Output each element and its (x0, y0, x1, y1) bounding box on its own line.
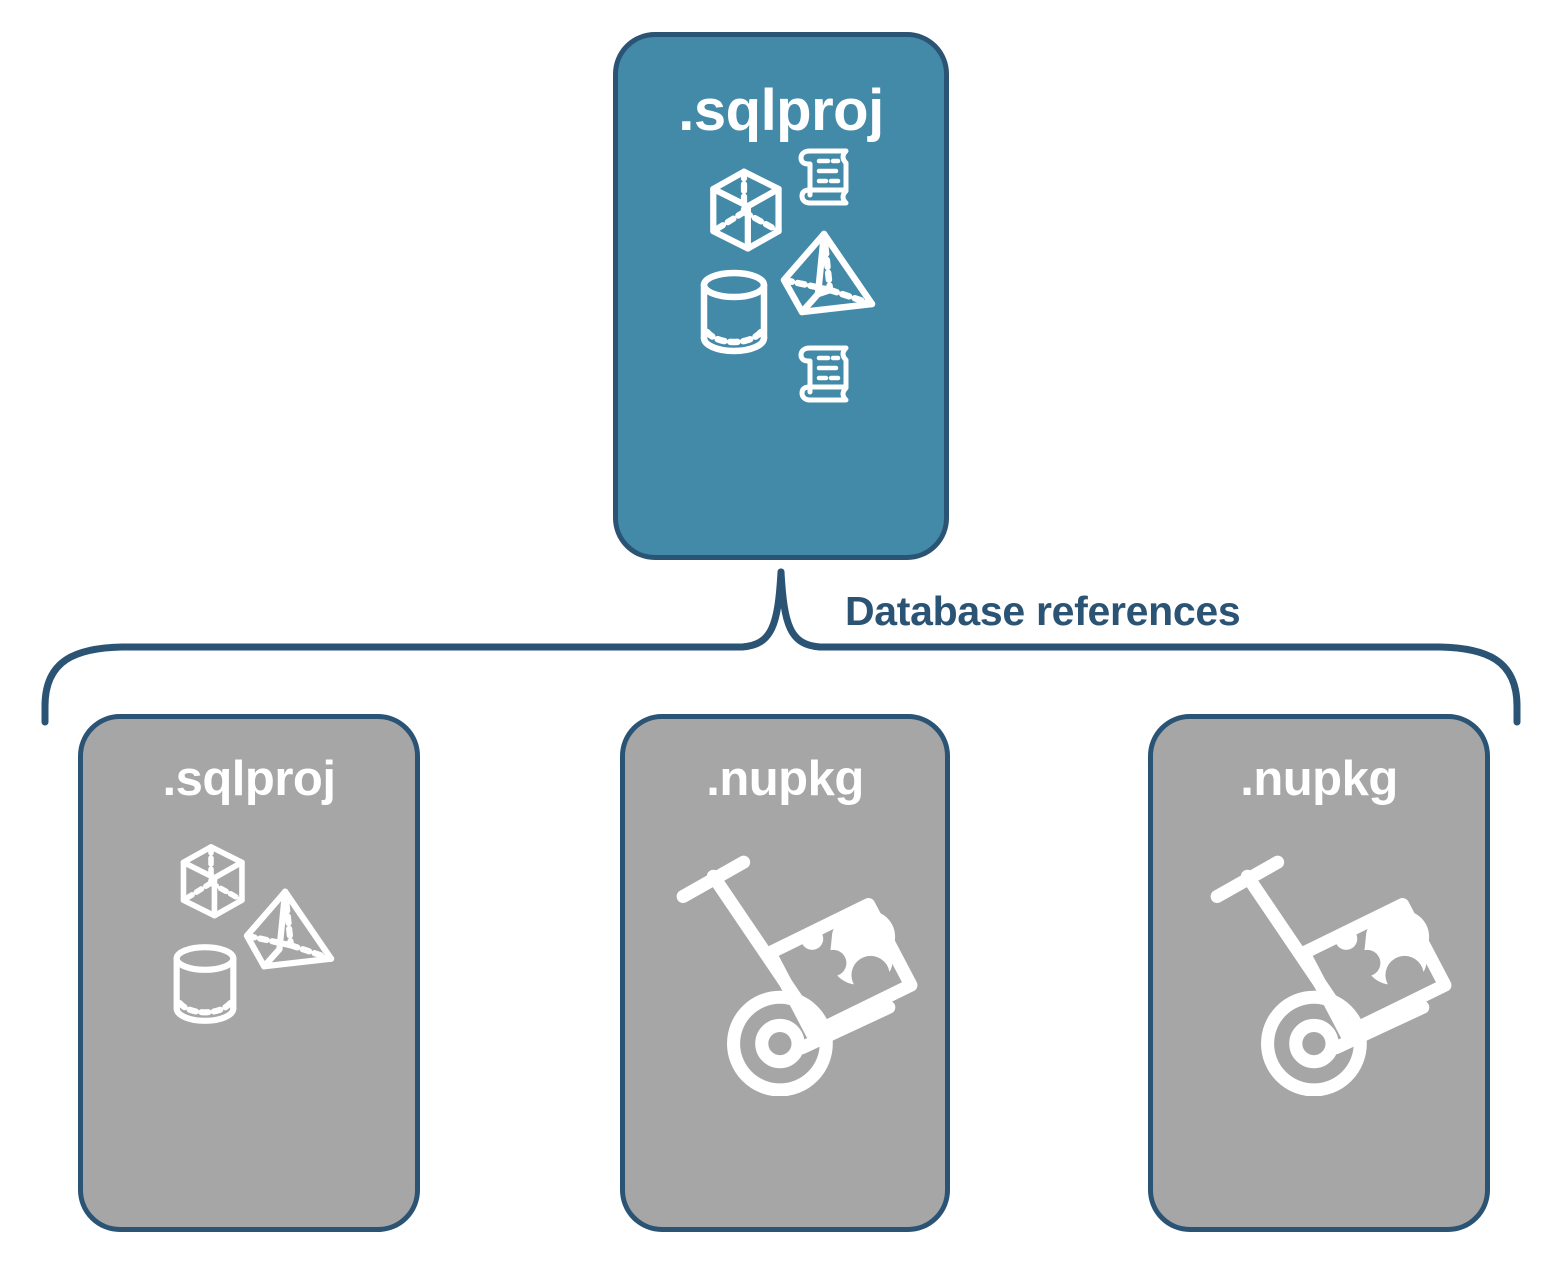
node-title: .sqlproj (678, 78, 884, 143)
node-title: .nupkg (1240, 752, 1398, 806)
scroll-icon (798, 148, 849, 206)
cube-icon (710, 168, 782, 252)
scroll-icon (798, 345, 849, 403)
cylinder-icon (173, 944, 237, 1024)
node-sqlproj-reference[interactable]: .sqlproj (78, 714, 420, 1232)
node-title: .nupkg (706, 752, 864, 806)
cylinder-icon (700, 269, 768, 355)
node-nupkg-reference-1[interactable]: .nupkg (620, 714, 950, 1232)
pyramid-icon (780, 230, 876, 316)
pyramid-icon (243, 888, 335, 970)
node-nupkg-reference-2[interactable]: .nupkg (1148, 714, 1490, 1232)
root-icon-group (618, 140, 944, 555)
nuget-package-icon (1210, 855, 1452, 1096)
child-icon-group (625, 804, 945, 1227)
connector-label: Database references (845, 588, 1241, 634)
child-icon-group (1153, 804, 1485, 1227)
cube-icon (180, 844, 245, 919)
node-sqlproj-root[interactable]: .sqlproj (613, 32, 949, 560)
child-icon-group (83, 804, 415, 1227)
nuget-package-icon (676, 855, 918, 1096)
node-title: .sqlproj (162, 752, 336, 806)
